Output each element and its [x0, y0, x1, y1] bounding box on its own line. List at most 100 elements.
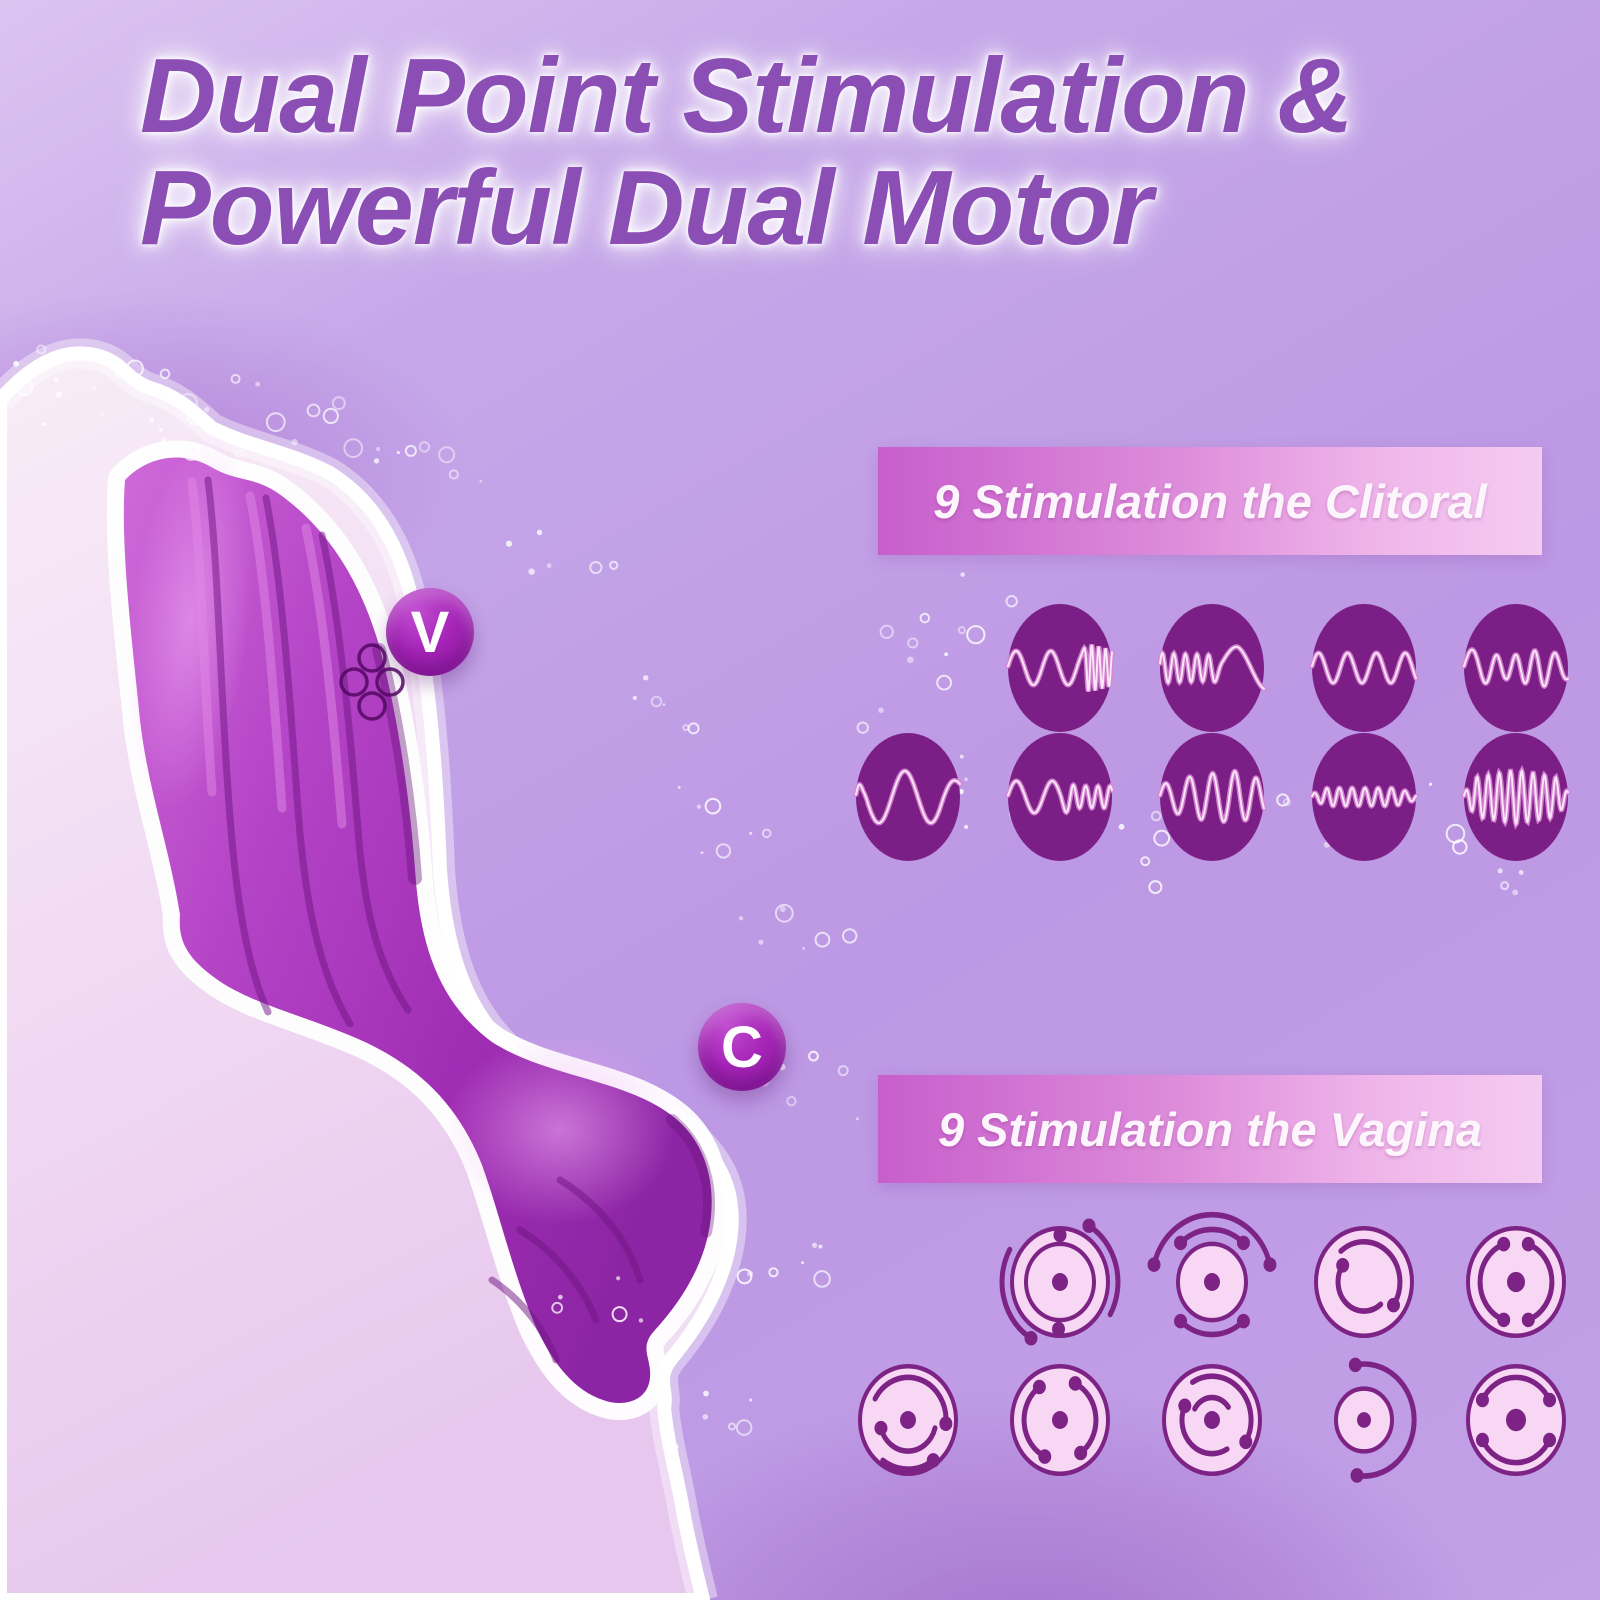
banner-clitoral-stimulation: 9 Stimulation the Clitoral — [878, 447, 1542, 555]
splash-ring — [704, 797, 722, 815]
splash-ring — [1500, 881, 1510, 891]
splash-ring — [808, 1050, 819, 1062]
product-bulge-highlight — [445, 1035, 675, 1225]
splash-ring — [682, 724, 690, 732]
splash-dot — [376, 446, 381, 451]
splash-ring — [438, 446, 456, 464]
splash-ring — [322, 407, 339, 425]
splash-ring — [306, 403, 321, 418]
vibration-mode-icon — [1157, 604, 1267, 732]
product-ridges — [204, 476, 644, 1364]
rotation-mode-icon — [1010, 1363, 1110, 1477]
splash-dot — [702, 1413, 709, 1420]
splash-dot — [13, 360, 20, 367]
splash-ring — [687, 722, 700, 735]
splash-dot — [1518, 870, 1524, 875]
rotation-mode-icon — [858, 1363, 958, 1477]
splash-dot — [696, 804, 701, 809]
splash-dot — [677, 785, 681, 789]
product-illustration — [106, 430, 729, 1420]
splash-ring — [265, 412, 286, 433]
rotation-mode-icon — [1162, 1363, 1262, 1477]
splash-dot — [1512, 889, 1519, 896]
splash-ring — [404, 444, 417, 457]
splash-ring — [728, 1422, 737, 1431]
splash-dot — [758, 939, 764, 945]
rotation-mode-icon — [1466, 1225, 1566, 1339]
splash-dot — [255, 381, 261, 387]
splash-dot — [749, 1398, 753, 1402]
splash-dot — [557, 1294, 563, 1300]
splash-dot — [203, 406, 210, 413]
splash-ring — [1153, 829, 1171, 847]
splash-dot — [1118, 823, 1125, 830]
splash-ring — [186, 407, 205, 426]
splash-ring — [650, 695, 663, 708]
splash-ring — [761, 828, 772, 839]
splash-ring — [735, 1419, 753, 1436]
splash-dot — [1497, 868, 1503, 874]
splash-ring — [879, 624, 894, 640]
splash-ring — [159, 368, 171, 380]
splash-ring — [234, 448, 244, 458]
splash-ring — [331, 396, 346, 411]
splash-dot — [802, 946, 806, 950]
splash-ring — [936, 674, 953, 691]
splash-dot — [749, 831, 753, 835]
title-line-2: Powerful Dual Motor — [140, 149, 1153, 267]
splash-dot — [505, 540, 513, 547]
splash-dot — [528, 568, 535, 575]
rotation-mode-icon — [1147, 1211, 1277, 1338]
splash-dot — [92, 386, 96, 390]
splash-ring — [551, 1301, 564, 1314]
rotation-mode-icon — [1314, 1225, 1414, 1339]
splash-dot — [959, 754, 964, 759]
splash-ring — [1148, 880, 1163, 895]
page-title: Dual Point Stimulation & Powerful Dual M… — [140, 40, 1354, 267]
splash-ring — [609, 560, 619, 570]
splash-ring — [589, 560, 603, 575]
clitoral-vibration-mode-icons — [853, 604, 1571, 861]
splash-ring — [1005, 595, 1018, 608]
vibration-mode-icon — [1157, 733, 1267, 861]
splash-dot — [964, 824, 969, 830]
splash-ring — [715, 843, 732, 859]
vibration-mode-icon — [1461, 733, 1571, 861]
splash-dot — [373, 458, 380, 464]
splash-dot — [149, 417, 155, 423]
splash-dot — [161, 437, 167, 442]
banner-vagina-stimulation: 9 Stimulation the Vagina — [878, 1075, 1542, 1183]
splash-ring — [343, 438, 364, 459]
product-edge-shade — [372, 643, 422, 885]
splash-dot — [616, 1276, 621, 1281]
splash-ring — [957, 626, 966, 635]
splash-dot — [700, 851, 704, 854]
splash-ring — [182, 444, 200, 462]
splash-dot — [291, 438, 298, 446]
vibration-mode-icon — [1005, 604, 1115, 732]
splash-dot — [811, 1242, 818, 1248]
splash-dot — [396, 451, 400, 455]
splash-dot — [855, 1117, 859, 1121]
splash-ring — [1445, 823, 1466, 844]
splash-dot — [801, 1261, 804, 1264]
splash-ring — [842, 928, 858, 944]
splash-dot — [479, 479, 483, 483]
vibration-mode-icon — [853, 733, 963, 861]
rotation-mode-icon — [1334, 1357, 1417, 1483]
vagina-rotation-mode-icons — [858, 1211, 1566, 1483]
splash-dot — [907, 656, 914, 664]
splash-ring — [611, 1306, 628, 1323]
splash-ring — [126, 359, 144, 378]
splash-dot — [779, 905, 786, 913]
splash-dot — [159, 428, 163, 432]
splash-dot — [964, 777, 968, 782]
splash-dot — [546, 563, 552, 569]
splash-dot — [53, 377, 59, 383]
product-ridge-highlights — [187, 477, 347, 829]
rotation-mode-icon — [1466, 1363, 1566, 1477]
splash-ring — [1276, 793, 1290, 807]
splash-ring — [178, 393, 198, 413]
splash-ring — [919, 612, 931, 624]
splash-ring — [856, 721, 869, 734]
